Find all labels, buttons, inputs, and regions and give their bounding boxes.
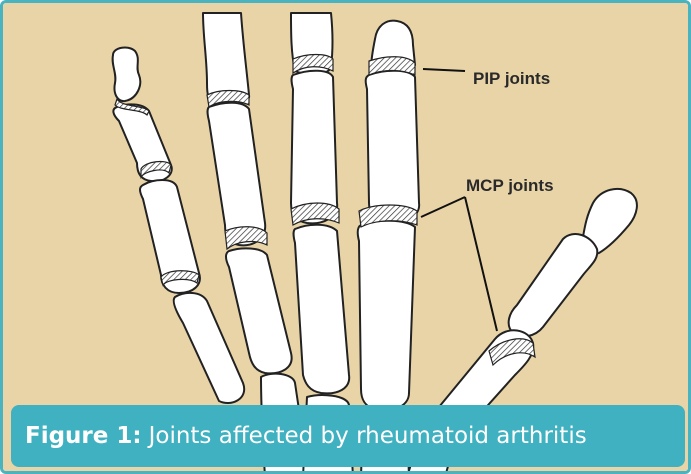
figure-caption: Figure 1: Joints affected by rheumatoid …: [11, 405, 685, 467]
hand-bones-illustration: PIP joints MCP joints: [3, 3, 691, 474]
mcp-joints-label: MCP joints: [466, 176, 554, 195]
caption-prefix: Figure 1:: [25, 423, 142, 449]
pip-joints-label: PIP joints: [473, 69, 550, 88]
caption-text: Joints affected by rheumatoid arthritis: [149, 423, 587, 449]
